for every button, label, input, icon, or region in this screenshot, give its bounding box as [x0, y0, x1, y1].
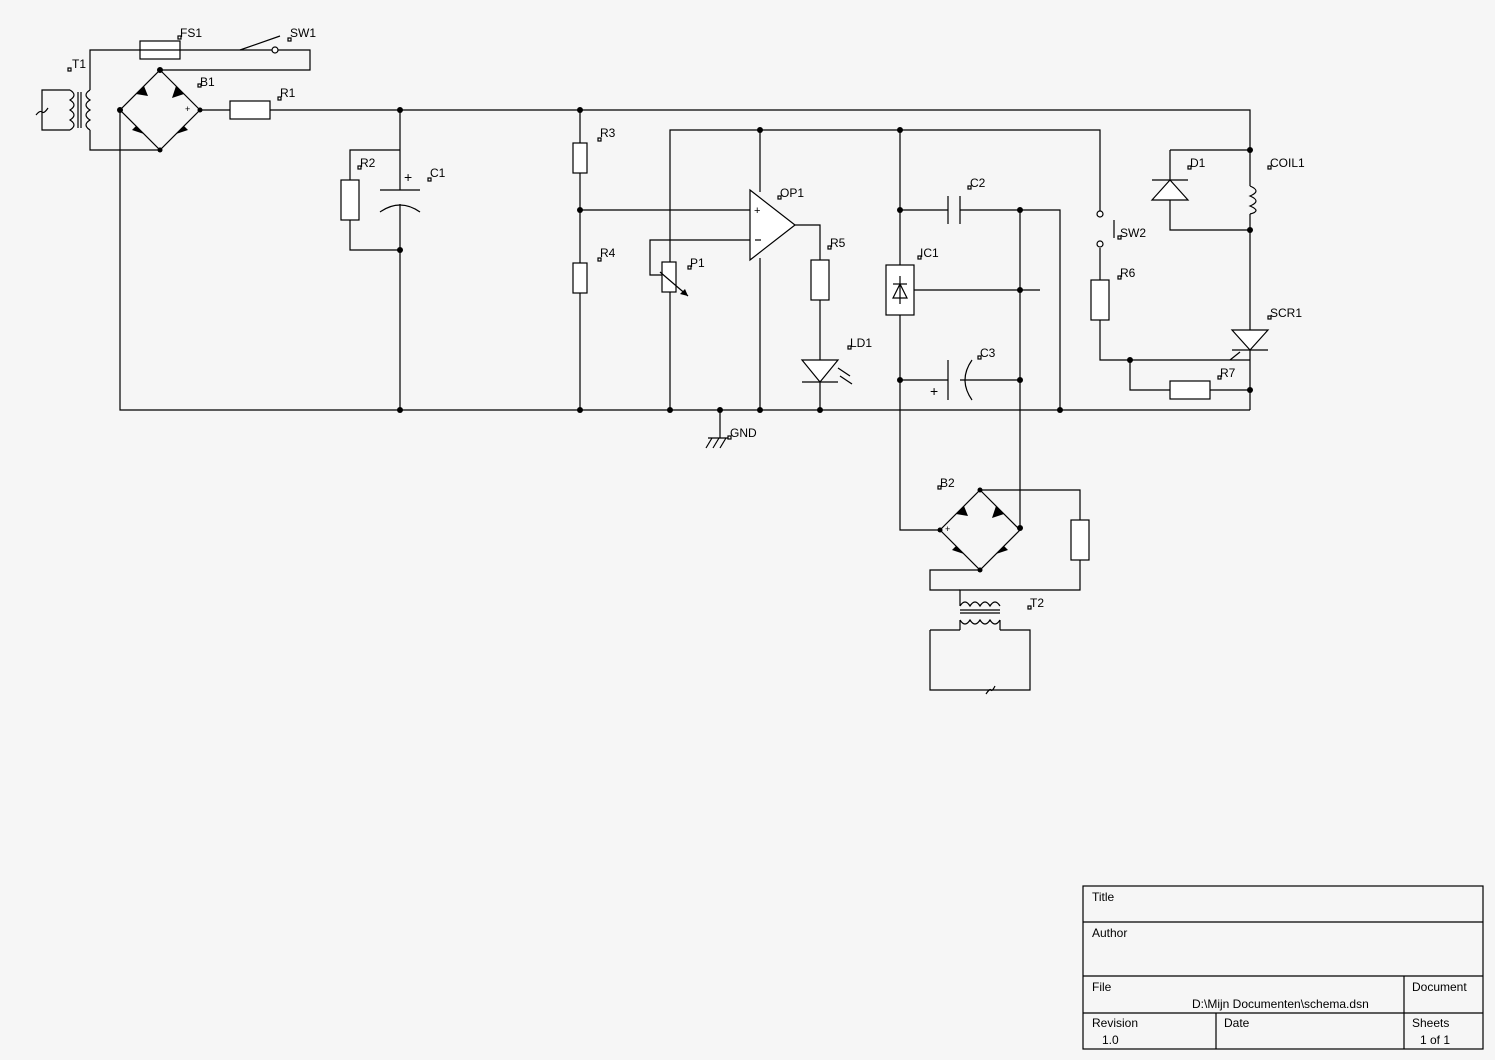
ground-gnd [705, 437, 730, 449]
label-d1: D1 [1190, 156, 1206, 170]
label-b1: B1 [200, 75, 215, 89]
label-r2: R2 [360, 156, 376, 170]
label-c3: C3 [980, 346, 996, 360]
label-op1: OP1 [780, 186, 804, 200]
document-label: Document [1412, 980, 1467, 994]
date-label: Date [1224, 1016, 1250, 1030]
potentiometer-p1 [659, 261, 689, 297]
label-ic1: IC1 [920, 246, 939, 260]
file-value: D:\Mijn Documenten\schema.dsn [1192, 997, 1369, 1011]
title-label: Title [1092, 890, 1115, 904]
file-label: File [1092, 980, 1112, 994]
label-r5: R5 [830, 236, 846, 250]
opamp-op1: + [749, 188, 796, 262]
transformer-t2 [959, 589, 1001, 695]
transformer-t1 [35, 89, 92, 131]
fuse-fs1 [139, 40, 181, 60]
label-fs1: FS1 [180, 26, 202, 40]
capacitor-c2 [947, 196, 961, 224]
label-p1: P1 [690, 256, 705, 270]
switch-sw2 [1096, 210, 1115, 248]
sheets-value: 1 of 1 [1420, 1033, 1450, 1047]
sheets-label: Sheets [1412, 1016, 1449, 1030]
thyristor-scr1 [1229, 329, 1270, 361]
label-sw2: SW2 [1120, 226, 1146, 240]
label-c2: C2 [970, 176, 986, 190]
label-r1: R1 [280, 86, 296, 100]
resistor-r2 [340, 179, 360, 221]
label-sw1: SW1 [290, 26, 316, 40]
resistor-r1 [229, 100, 271, 120]
junction-dots [117, 67, 1253, 531]
ic1-regulator [885, 264, 915, 316]
ref-markers [67, 35, 1272, 610]
label-gnd: GND [730, 426, 757, 440]
label-r4: R4 [600, 246, 616, 260]
bridge-b2: + [937, 487, 1021, 573]
component-labels: T1 FS1 SW1 B1 R1 R2 C1 R3 R4 OP1 P1 R5 L… [72, 26, 1305, 610]
capacitor-c3: + [930, 359, 973, 401]
revision-label: Revision [1092, 1016, 1138, 1030]
switch-sw1 [239, 35, 281, 54]
label-b2: B2 [940, 476, 955, 490]
label-r3: R3 [600, 126, 616, 140]
label-r6: R6 [1120, 266, 1136, 280]
svg-text:+: + [754, 205, 760, 217]
label-t1: T1 [72, 57, 86, 71]
svg-text:+: + [945, 524, 950, 534]
label-r7: R7 [1220, 366, 1236, 380]
resistor-r4 [572, 262, 588, 294]
label-t2: T2 [1030, 596, 1044, 610]
bridge-b1: + [119, 69, 203, 153]
svg-text:+: + [185, 104, 190, 114]
resistor-r6 [1090, 279, 1110, 321]
capacitor-c1: + [379, 169, 421, 213]
label-ld1: LD1 [850, 336, 872, 350]
resistor-r7 [1169, 380, 1211, 400]
author-label: Author [1092, 926, 1127, 940]
wires [89, 49, 1251, 691]
resistor-r5 [810, 259, 830, 301]
label-c1: C1 [430, 166, 446, 180]
coil-coil1 [1248, 185, 1257, 215]
label-scr1: SCR1 [1270, 306, 1302, 320]
svg-text:+: + [930, 383, 938, 399]
fuse-b2-side [1070, 519, 1090, 561]
led-ld1 [800, 359, 853, 385]
revision-value: 1.0 [1102, 1033, 1119, 1047]
resistor-r3 [572, 142, 588, 174]
title-block: Title Author File D:\Mijn Documenten\sch… [1082, 885, 1484, 1050]
diode-d1 [1150, 179, 1190, 201]
svg-text:+: + [404, 169, 412, 185]
label-coil1: COIL1 [1270, 156, 1305, 170]
